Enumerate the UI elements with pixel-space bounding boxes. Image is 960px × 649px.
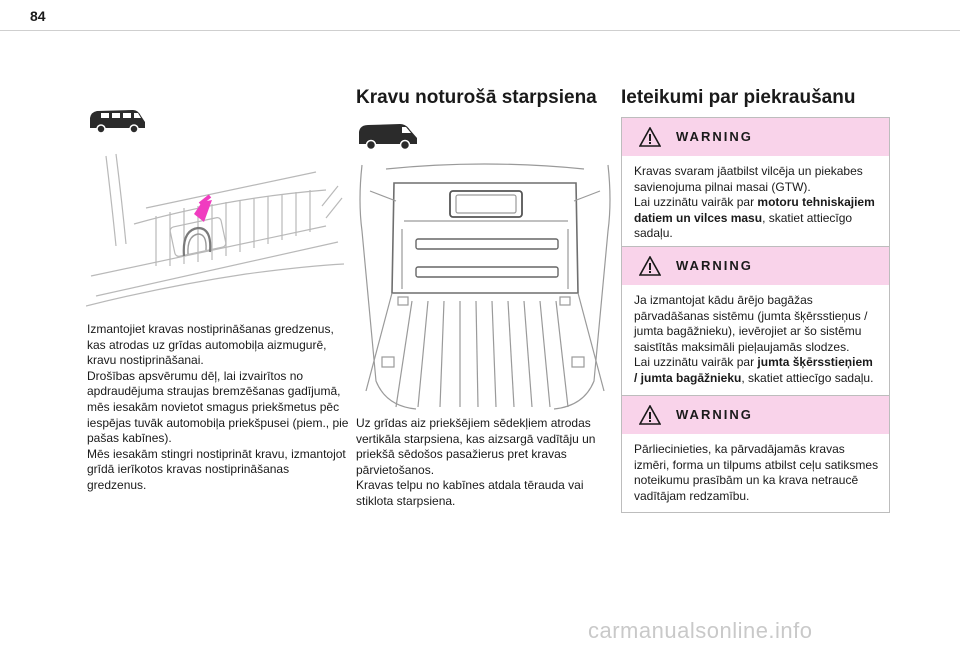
middle-section-title: Kravu noturošā starpsiena	[356, 87, 597, 108]
warning-1-text-1: Kravas svaram jāatbilst vilcēja un pieka…	[634, 164, 863, 194]
left-van-icon	[87, 106, 147, 139]
warning-triangle-icon	[638, 126, 662, 152]
left-paragraph-2: Drošības apsvērumu dēļ, lai izvairītos n…	[87, 368, 349, 446]
warning-label-3: WARNING	[676, 407, 753, 422]
middle-van-icon	[356, 120, 420, 155]
middle-paragraph-2: Kravas telpu no kabīnes atdala tērauda v…	[356, 478, 584, 508]
left-body-text: Izmantojiet kravas nostiprināšanas gredz…	[87, 322, 349, 494]
middle-body-text: Uz grīdas aiz priekšējiem sēdekļiem atro…	[356, 416, 606, 510]
warning-label-1: WARNING	[676, 129, 753, 144]
warning-body-2: Ja izmantojat kādu ārējo bagāžas pārvadā…	[622, 285, 889, 395]
warning-header-1: WARNING	[622, 118, 889, 156]
warning-body-3: Pārliecinieties, ka pārvadājamās kravas …	[622, 434, 889, 512]
warning-3-text-1: Pārliecinieties, ka pārvadājamās kravas …	[634, 442, 879, 503]
middle-paragraph-1: Uz grīdas aiz priekšējiem sēdekļiem atro…	[356, 416, 596, 477]
warning-triangle-icon	[638, 404, 662, 430]
watermark: carmanualsonline.info	[588, 618, 813, 643]
warning-1-text-2: Lai uzzinātu vairāk par motoru tehniskaj…	[634, 195, 875, 241]
warning-2-text-2: Lai uzzinātu vairāk par jumta šķērsstieņ…	[634, 355, 874, 385]
warning-header-2: WARNING	[622, 247, 889, 285]
partition-figure	[356, 161, 614, 416]
left-paragraph-1: Izmantojiet kravas nostiprināšanas gredz…	[87, 322, 334, 368]
warning-box-3: WARNING Pārliecinieties, ka pārvadājamās…	[621, 395, 890, 514]
warning-label-2: WARNING	[676, 258, 753, 273]
warning-triangle-icon	[638, 255, 662, 281]
page-number: 84	[30, 8, 46, 24]
warning-box-1: WARNING Kravas svaram jāatbilst vilcēja …	[621, 117, 890, 251]
left-paragraph-3: Mēs iesakām stingri nostiprināt kravu, i…	[87, 446, 346, 492]
arrow-icon	[194, 200, 212, 222]
warning-body-1: Kravas svaram jāatbilst vilcēja un pieka…	[622, 156, 889, 250]
top-divider	[0, 30, 960, 31]
right-section-title: Ieteikumi par piekraušanu	[621, 87, 856, 108]
warning-header-3: WARNING	[622, 396, 889, 434]
warning-box-2: WARNING Ja izmantojat kādu ārējo bagāžas…	[621, 246, 890, 396]
cargo-floor-ring-figure	[85, 146, 345, 319]
warning-2-text-1: Ja izmantojat kādu ārējo bagāžas pārvadā…	[634, 293, 868, 354]
